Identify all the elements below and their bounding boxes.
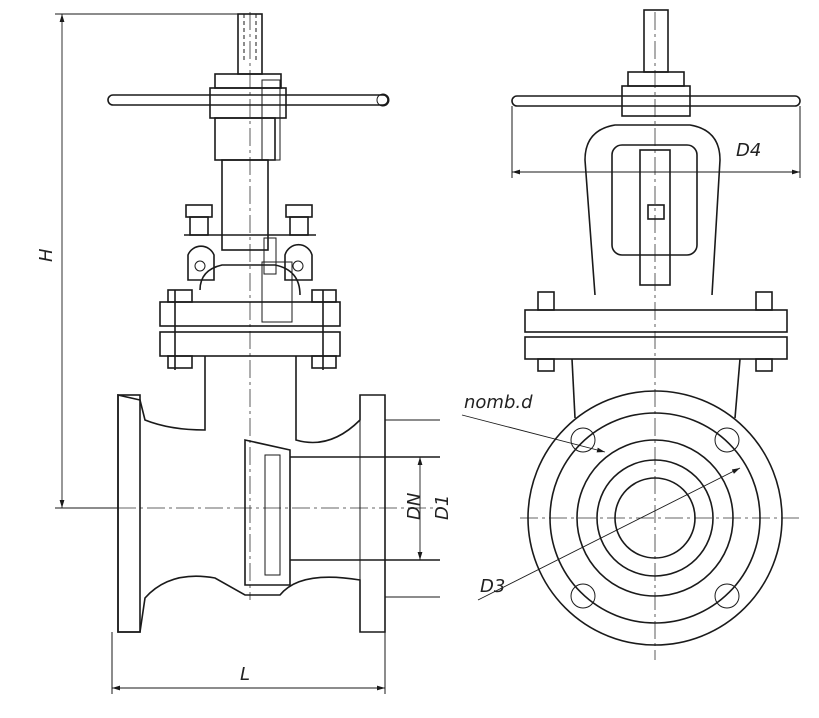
front-section-view — [55, 12, 440, 694]
nominal-diameter-label: DN — [404, 493, 425, 520]
length-label: L — [240, 664, 250, 685]
side-view — [461, 9, 801, 660]
bolt-circle-label: D3 — [480, 576, 505, 597]
flange-diameter-label: D1 — [432, 495, 453, 520]
bolt-holes-label: nomb.d — [464, 392, 533, 413]
handwheel-diameter-label: D4 — [736, 140, 761, 161]
height-label: H — [36, 248, 57, 262]
